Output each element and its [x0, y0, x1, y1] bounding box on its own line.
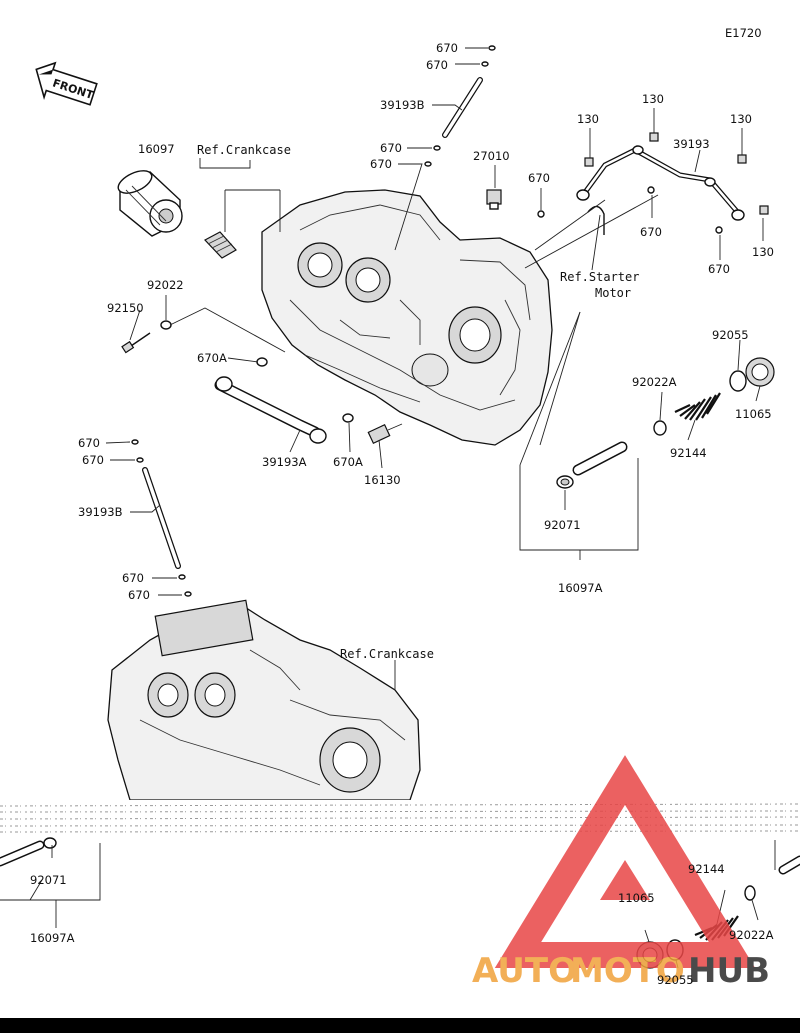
oring-670-t4 — [424, 161, 432, 167]
callout-92144-bot: 92144 — [688, 862, 725, 876]
oring-670-r2 — [647, 186, 655, 194]
callout-16097a: 16097A — [558, 581, 603, 595]
callout-92071: 92071 — [544, 518, 581, 532]
callout-130-c: 130 — [730, 112, 752, 126]
callout-39193b-low: 39193B — [78, 505, 123, 519]
callout-670-l1: 670 — [78, 436, 100, 450]
relief-valve-bottom-right — [778, 855, 800, 875]
clip-starter — [587, 205, 605, 235]
oring-670-t1 — [488, 45, 496, 51]
callout-670-r2: 670 — [640, 225, 662, 239]
bolt-130-c — [737, 154, 747, 164]
spring-92144 — [674, 392, 721, 421]
svg-text:MOTO: MOTO — [570, 951, 685, 991]
callout-92071-bot: 92071 — [30, 873, 67, 887]
front-arrow-icon: FRONT — [35, 61, 98, 106]
crankcase-lower — [107, 599, 421, 801]
callout-11065-bot: 11065 — [618, 891, 655, 905]
oring-670a-2 — [342, 413, 354, 423]
callout-92022a-bot: 92022A — [729, 928, 774, 942]
callout-670a-2: 670A — [333, 455, 363, 469]
callout-670-top4: 670 — [370, 157, 392, 171]
callout-labels: 670 670 39193B 670 670 27010 130 130 39193 130 670… — [30, 41, 774, 987]
bolt-92150 — [121, 332, 151, 354]
oil-pipe-39193a — [214, 376, 327, 444]
crankcase-upper — [261, 189, 553, 446]
callout-39193: 39193 — [673, 137, 710, 151]
callout-670-top2: 670 — [426, 58, 448, 72]
callout-39193b-top: 39193B — [380, 98, 425, 112]
relief-valve-16097a-bottom — [0, 837, 57, 867]
fitting-16130 — [367, 423, 403, 445]
callout-670-top3: 670 — [380, 141, 402, 155]
plug-11065 — [745, 357, 775, 387]
callout-92055-bot: 92055 — [657, 973, 694, 987]
oring-92055 — [729, 370, 747, 392]
callout-670-l4: 670 — [128, 588, 150, 602]
ref-starter-motor-2: Motor — [595, 286, 631, 300]
diagram-code: E1720 — [725, 26, 762, 40]
filter-nipple — [204, 231, 237, 259]
callout-39193a: 39193A — [262, 455, 307, 469]
oring-670-t3 — [433, 145, 441, 151]
oring-670-r1 — [537, 210, 545, 218]
washer-92022 — [160, 320, 172, 330]
callout-92144: 92144 — [670, 446, 707, 460]
bolt-130-d — [759, 205, 769, 215]
ref-crankcase-2: Ref.Crankcase — [340, 647, 434, 661]
ref-starter-motor-1: Ref.Starter — [560, 270, 639, 284]
washer-92022a-bottom — [744, 885, 756, 901]
bolt-130-b — [649, 132, 659, 142]
oil-pipe-39193b-low — [142, 467, 181, 569]
automotohub-watermark: AUTO MOTO HUB — [472, 755, 770, 991]
oring-670-l3 — [178, 574, 186, 580]
svg-text:HUB: HUB — [688, 951, 770, 991]
callout-92022: 92022 — [147, 278, 184, 292]
callout-92055: 92055 — [712, 328, 749, 342]
oil-pressure-switch-27010 — [486, 189, 502, 210]
callout-130-d: 130 — [752, 245, 774, 259]
oil-filter-16097 — [117, 170, 183, 237]
oil-pipe-39193b-top — [442, 77, 483, 138]
callout-92150: 92150 — [107, 301, 144, 315]
callout-16097: 16097 — [138, 142, 175, 156]
oil-pipe-39193 — [576, 145, 745, 221]
oring-670a-1 — [256, 357, 268, 367]
svg-text:AUTO: AUTO — [472, 951, 577, 991]
leader-lines — [0, 47, 776, 969]
reference-labels: Ref.CrankcaseRef.StarterMotorRef.Crankca… — [197, 143, 639, 661]
oring-670-l2 — [136, 457, 144, 463]
oring-670-l4 — [184, 591, 192, 597]
callout-92022a: 92022A — [632, 375, 677, 389]
oring-670-l1 — [131, 439, 139, 445]
callout-16097a-bot: 16097A — [30, 931, 75, 945]
callout-27010: 27010 — [473, 149, 510, 163]
ref-crankcase-1: Ref.Crankcase — [197, 143, 291, 157]
callout-11065: 11065 — [735, 407, 772, 421]
callout-130-a: 130 — [577, 112, 599, 126]
callout-670-r1: 670 — [528, 171, 550, 185]
callout-130-b: 130 — [642, 92, 664, 106]
oring-670-t2 — [481, 61, 489, 67]
callout-670-l2: 670 — [82, 453, 104, 467]
bolt-130-a — [584, 157, 594, 167]
callout-16130: 16130 — [364, 473, 401, 487]
washer-92022a — [653, 420, 667, 436]
callout-670-top1: 670 — [436, 41, 458, 55]
callout-670-l3: 670 — [122, 571, 144, 585]
oring-670-r3 — [715, 226, 723, 234]
bottom-bar — [0, 1018, 800, 1033]
callout-670a-1: 670A — [197, 351, 227, 365]
callout-670-r3: 670 — [708, 262, 730, 276]
separator-band — [0, 800, 800, 836]
relief-valve-16097a — [556, 441, 628, 489]
